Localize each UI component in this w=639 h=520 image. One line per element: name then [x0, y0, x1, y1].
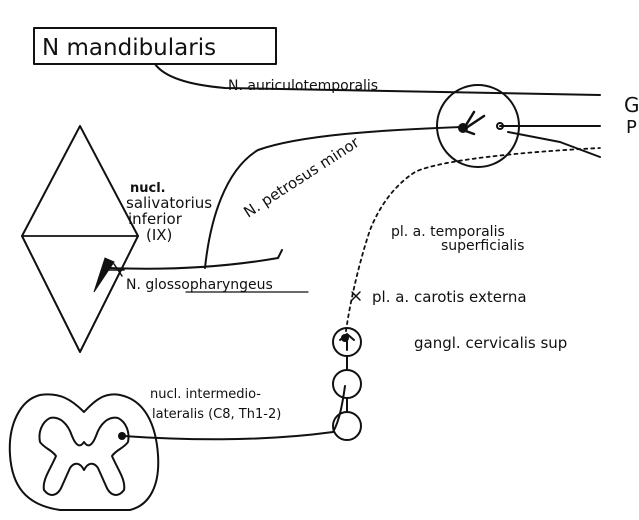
intermedio-label-line2: lateralis (C8, Th1-2) — [152, 407, 281, 422]
temporal-label-line2: superficialis — [441, 238, 524, 254]
spinal-grey-matter — [38, 416, 130, 496]
superior-ganglion-neuron-body — [341, 334, 349, 342]
cut-label-g: G — [624, 93, 639, 117]
cut-label-p: P — [626, 117, 637, 138]
nucleus-label-line4: (IX) — [146, 226, 172, 244]
sympathetic-plexus-dashed-line — [344, 147, 601, 339]
petrosus-label: N. petrosus minor — [240, 133, 363, 221]
nucleus-label-line3: inferior — [128, 210, 183, 228]
ganglion-neuron-body — [458, 123, 468, 133]
preganglionic-fiber-line — [123, 385, 346, 441]
intermedio-label-line1: nucl. intermedio- — [150, 387, 261, 402]
nucleus-label-line1: nucl. — [130, 181, 166, 196]
petrosus-minor-line — [204, 126, 463, 269]
brainstem-diamond — [21, 125, 139, 353]
glossopharyngeus-line — [109, 249, 283, 270]
nucleus-label-line2: salivatorius — [126, 194, 212, 212]
carotis-label: pl. a. carotis externa — [372, 288, 527, 306]
middle-chain-ganglion-circle — [332, 369, 362, 399]
temporal-label-line1: pl. a. temporalis — [391, 224, 505, 240]
fiber-line-lower — [507, 131, 601, 158]
nucleus-pointer — [103, 263, 125, 277]
auriculotemporal-label: N. auriculotemporalis — [228, 78, 378, 94]
carotis-cross-mark — [351, 291, 361, 301]
mandibular-to-auriculotemporal-line — [154, 63, 601, 96]
salivatory-nucleus-mark — [93, 257, 115, 293]
cervical-ganglion-label: gangl. cervicalis sup — [414, 334, 567, 352]
spinal-cord-outline — [8, 393, 160, 511]
lower-chain-ganglion-circle — [332, 411, 362, 441]
nerve-root-label: N mandibularis — [42, 35, 216, 61]
glossopharyngeus-label: N. glossopharyngeus — [126, 277, 273, 293]
intermediolateral-nucleus-dot — [118, 432, 126, 440]
